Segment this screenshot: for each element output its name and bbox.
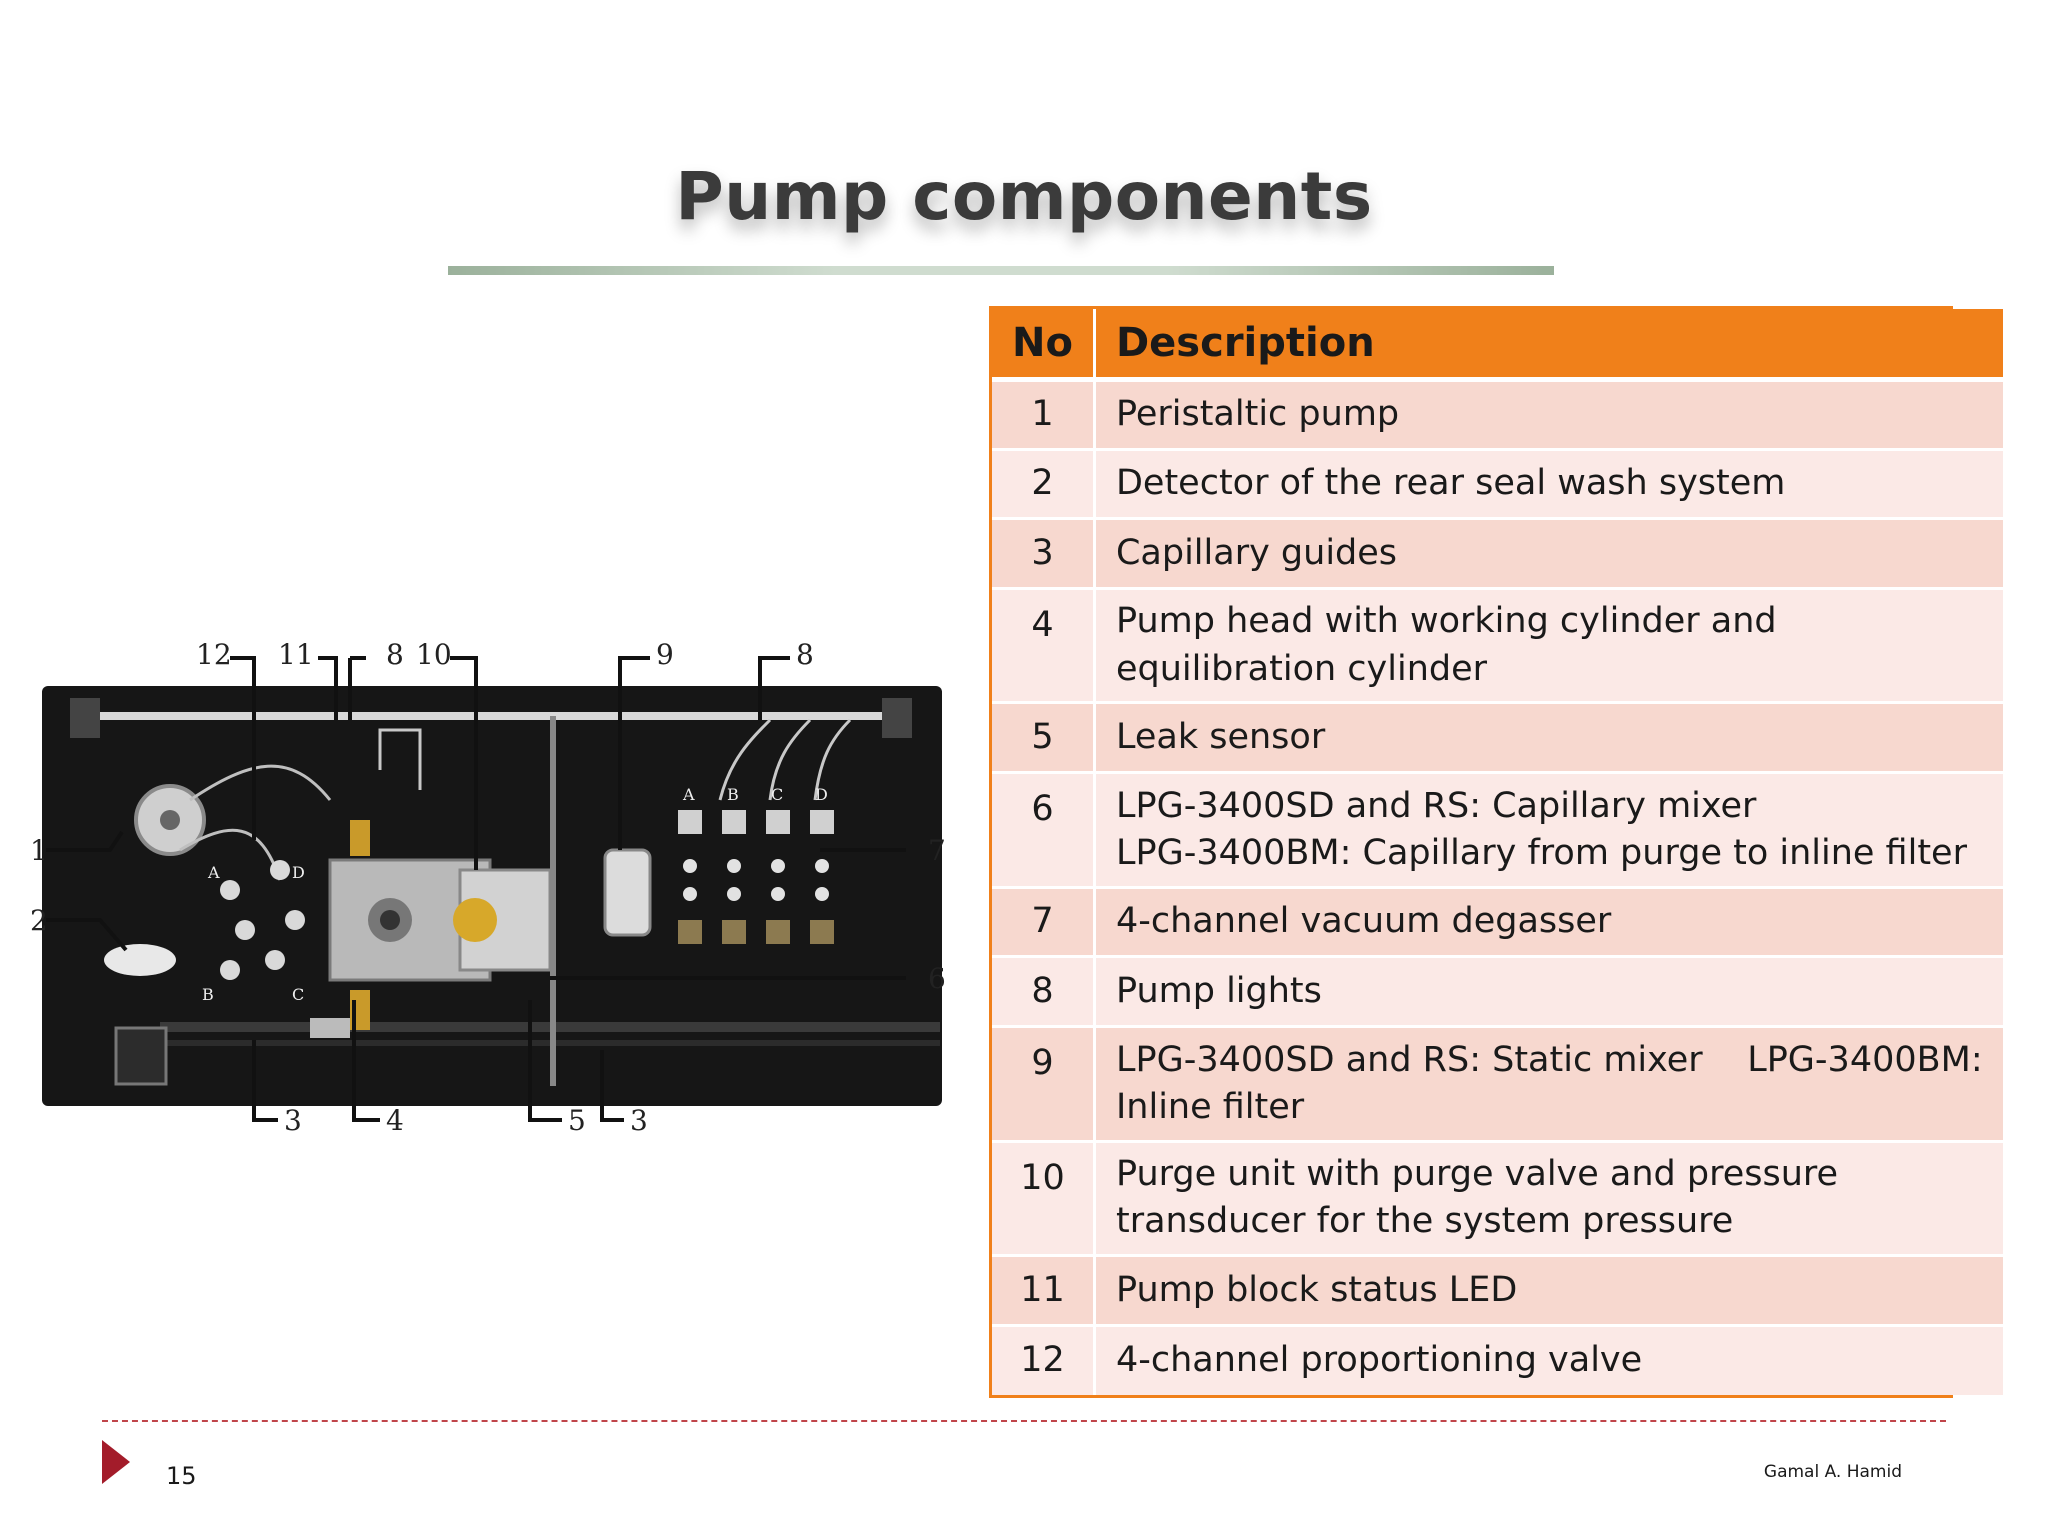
channel-letter: B — [727, 785, 739, 804]
channel-letter: D — [292, 863, 305, 882]
table-row: 12 4-channel proportioning valve — [992, 1323, 2003, 1395]
row-description: 4-channel proportioning valve — [1094, 1323, 2003, 1395]
channel-letter: C — [292, 985, 304, 1004]
row-number: 5 — [992, 701, 1096, 773]
row-number: 2 — [992, 447, 1096, 519]
table-row: 11 Pump block status LED — [992, 1254, 2003, 1326]
table-row: 3 Capillary guides — [992, 517, 2003, 589]
callout-number: 2 — [30, 904, 48, 937]
row-number: 9 — [992, 1024, 1096, 1142]
triangle-arrow-icon — [102, 1440, 130, 1484]
page-number: 15 — [166, 1462, 197, 1490]
row-description: Capillary guides — [1094, 517, 2003, 589]
row-number: 10 — [992, 1139, 1096, 1256]
footer-divider — [102, 1420, 1946, 1422]
table-row: 2 Detector of the rear seal wash system — [992, 447, 2003, 519]
row-description: Purge unit with purge valve and pressure… — [1094, 1139, 2003, 1256]
channel-letter: A — [207, 863, 220, 882]
callout-number: 3 — [630, 1104, 648, 1137]
table-row: 8 Pump lights — [992, 955, 2003, 1027]
row-number: 12 — [992, 1323, 1096, 1395]
panel-divider — [550, 716, 556, 1086]
callout-number: 11 — [278, 638, 314, 671]
table-row: 9 LPG-3400SD and RS: Static mixer LPG-34… — [992, 1024, 2003, 1142]
title-underline — [448, 266, 1554, 275]
table-row: 1 Peristaltic pump — [992, 378, 2003, 450]
pump-diagram-image: A B C D A B C D 12 11 8 10 9 8 1 2 7 6 3… — [30, 638, 946, 1137]
slide-title: Pump components — [675, 158, 1373, 235]
row-description: Detector of the rear seal wash system — [1094, 447, 2003, 519]
callout-number: 10 — [416, 638, 452, 671]
degasser-port-a — [678, 810, 702, 834]
author-credit: Gamal A. Hamid — [1763, 1462, 1902, 1482]
table-row: 5 Leak sensor — [992, 701, 2003, 773]
rear-seal-detector — [104, 944, 176, 976]
header-description: Description — [1094, 309, 2003, 382]
callout-number: 7 — [928, 834, 946, 867]
row-number: 6 — [992, 771, 1096, 888]
row-description: Pump block status LED — [1094, 1254, 2003, 1326]
leak-sensor-box — [114, 1026, 168, 1086]
row-number: 1 — [992, 378, 1096, 450]
callout-number: 12 — [196, 638, 232, 671]
callout-number: 5 — [568, 1104, 586, 1137]
callout-number: 4 — [386, 1104, 404, 1137]
header-no: No — [992, 309, 1096, 382]
row-number: 4 — [992, 586, 1096, 703]
row-description: Leak sensor — [1094, 701, 2003, 773]
row-description: Pump lights — [1094, 955, 2003, 1027]
channel-letter: B — [202, 985, 214, 1004]
callout-number: 9 — [656, 638, 674, 671]
row-number: 3 — [992, 517, 1096, 589]
degasser-port-c — [766, 810, 790, 834]
channel-letter: D — [815, 785, 828, 804]
callout-number: 1 — [30, 834, 48, 867]
degasser-port-b — [722, 810, 746, 834]
table-row: 7 4-channel vacuum degasser — [992, 885, 2003, 957]
row-number: 11 — [992, 1254, 1096, 1326]
callout-number: 3 — [284, 1104, 302, 1137]
callout-number: 6 — [928, 962, 946, 995]
table-row: 10 Purge unit with purge valve and press… — [992, 1139, 2003, 1256]
static-mixer — [603, 848, 652, 937]
channel-letter: A — [682, 785, 695, 804]
degasser-port-d — [810, 810, 834, 834]
housing-top-rail — [90, 712, 900, 720]
row-description: LPG-3400SD and RS: Static mixer LPG-3400… — [1094, 1024, 2003, 1142]
row-number: 7 — [992, 885, 1096, 957]
components-table: No Description 1 Peristaltic pump 2 Dete… — [989, 306, 2003, 1398]
callout-number: 8 — [386, 638, 404, 671]
row-description: Peristaltic pump — [1094, 378, 2003, 450]
row-description: 4-channel vacuum degasser — [1094, 885, 2003, 957]
table-header-row: No Description — [992, 309, 2003, 382]
channel-letter: C — [771, 785, 783, 804]
callout-number: 8 — [796, 638, 814, 671]
row-number: 8 — [992, 955, 1096, 1027]
